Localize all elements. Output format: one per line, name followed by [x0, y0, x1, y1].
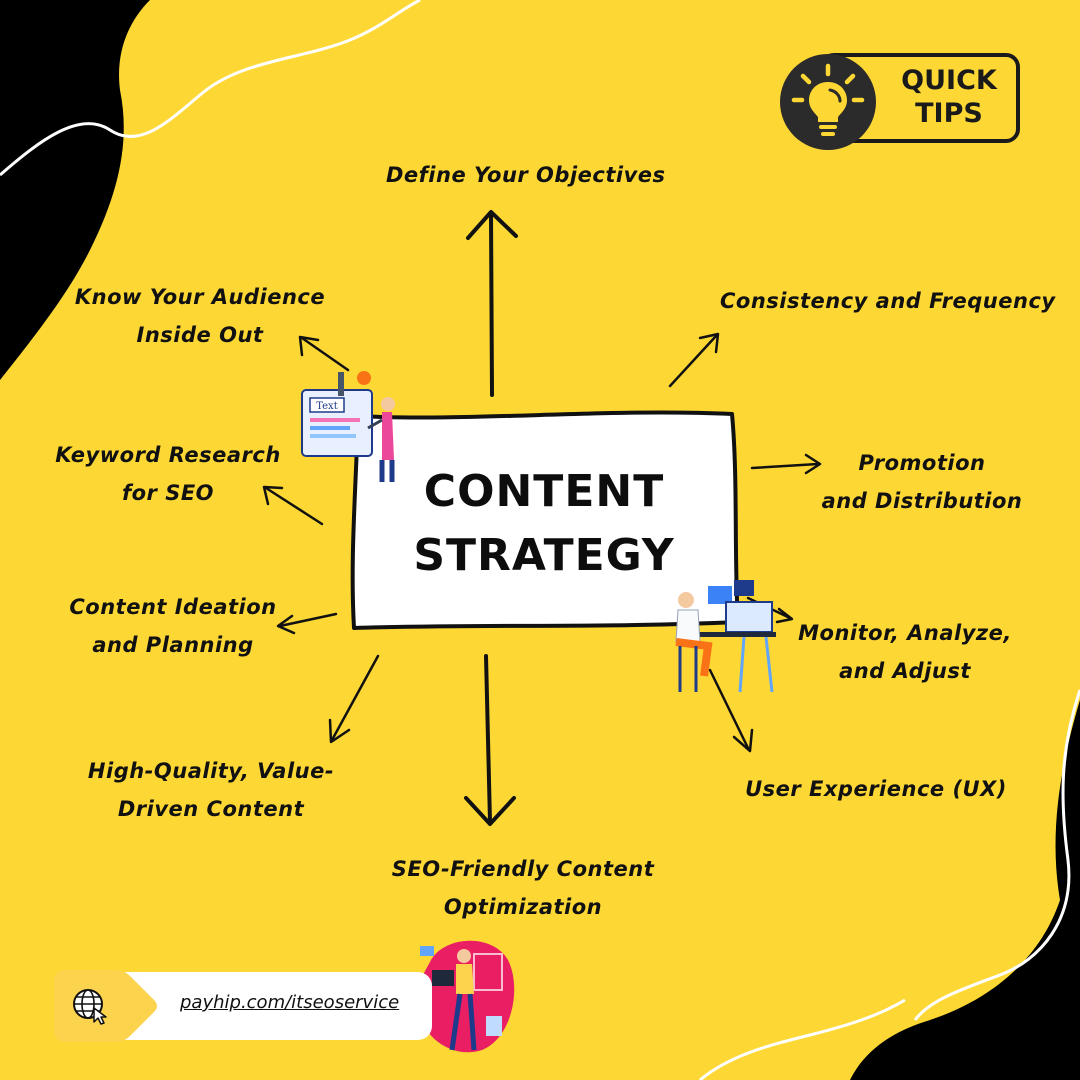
node-objectives: Define Your Objectives — [386, 156, 666, 194]
footer-link-pill[interactable]: payhip.com/itseoservice — [54, 970, 434, 1042]
badge-line2: TIPS — [915, 98, 983, 129]
node-audience-line2: Inside Out — [136, 323, 264, 347]
arrow-down-head — [464, 796, 516, 826]
arrow-ideation-head — [276, 614, 296, 635]
arrow-up-head — [466, 210, 518, 240]
node-promotion-line2: and Distribution — [821, 489, 1023, 513]
center-box: CONTENT STRATEGY — [348, 408, 740, 630]
node-keyword: Keyword Research for SEO — [52, 436, 284, 512]
arrow-monitor-head — [775, 607, 794, 624]
badge-text: QUICK TIPS — [886, 64, 1012, 130]
node-quality-line1: High-Quality, Value- — [87, 759, 335, 783]
footer-pill-shape — [54, 970, 432, 1042]
node-objectives-text: Define Your Objectives — [386, 163, 666, 187]
arrow-audience-head — [298, 335, 320, 357]
center-title-line2: STRATEGY — [413, 530, 675, 581]
arrow-consistency-head — [698, 332, 720, 354]
lightbulb-icon — [791, 63, 865, 136]
presenter-illustration — [417, 940, 515, 1053]
node-consistency-text: Consistency and Frequency — [720, 289, 1056, 313]
node-ux-text: User Experience (UX) — [745, 777, 1007, 801]
arrow-quality-head — [328, 718, 351, 744]
analyst-illustration — [675, 580, 776, 693]
arrow-ux — [708, 668, 750, 750]
badge-line1: QUICK — [901, 65, 997, 96]
footer-link[interactable]: payhip.com/itseoservice — [180, 992, 400, 1013]
node-quality-line2: Driven Content — [117, 797, 305, 821]
globe-icon — [73, 989, 107, 1025]
arrow-promotion — [750, 462, 820, 470]
arrow-quality — [330, 654, 380, 742]
arrow-promotion-head — [804, 453, 822, 475]
arrow-keyword — [264, 486, 324, 526]
node-consistency: Consistency and Frequency — [720, 282, 1056, 320]
arrow-down — [484, 654, 492, 824]
arrow-ux-head — [732, 728, 754, 753]
node-promotion-line1: Promotion — [858, 451, 986, 475]
node-seo-optimization: SEO-Friendly Content Optimization — [380, 850, 666, 926]
writer-sign-text: Text — [316, 401, 337, 412]
node-seo-opt-line2: Optimization — [443, 895, 603, 919]
node-audience-line1: Know Your Audience — [74, 285, 326, 309]
node-monitor-line2: and Adjust — [839, 659, 971, 683]
arrow-keyword-head — [262, 485, 284, 506]
quick-tips-badge: QUICK TIPS — [778, 52, 1022, 150]
center-title-line1: CONTENT — [423, 466, 665, 517]
node-keyword-line2: for SEO — [121, 481, 215, 505]
white-swoosh-top — [0, 0, 421, 177]
node-quality: High-Quality, Value- Driven Content — [80, 752, 342, 828]
node-ideation-line2: and Planning — [92, 633, 254, 657]
arrow-audience — [300, 336, 350, 372]
node-audience: Know Your Audience Inside Out — [72, 278, 328, 354]
writer-illustration: Text — [301, 371, 395, 482]
node-monitor-line1: Monitor, Analyze, — [798, 621, 1012, 645]
arrow-up — [489, 213, 494, 397]
node-ideation-line1: Content Ideation — [69, 595, 277, 619]
white-swoosh-right — [913, 689, 1080, 1021]
node-keyword-line1: Keyword Research — [55, 443, 281, 467]
arrow-ideation — [278, 612, 338, 628]
white-swoosh-bottom — [699, 998, 906, 1080]
node-seo-opt-line1: SEO-Friendly Content — [391, 857, 655, 881]
arrow-consistency — [668, 334, 718, 388]
node-monitor: Monitor, Analyze, and Adjust — [796, 614, 1014, 690]
node-promotion: Promotion and Distribution — [820, 444, 1024, 520]
center-title: CONTENT STRATEGY — [348, 460, 740, 588]
node-ux: User Experience (UX) — [742, 770, 1010, 808]
yellow-corner-right — [1030, 0, 1080, 120]
node-ideation: Content Ideation and Planning — [58, 588, 288, 664]
